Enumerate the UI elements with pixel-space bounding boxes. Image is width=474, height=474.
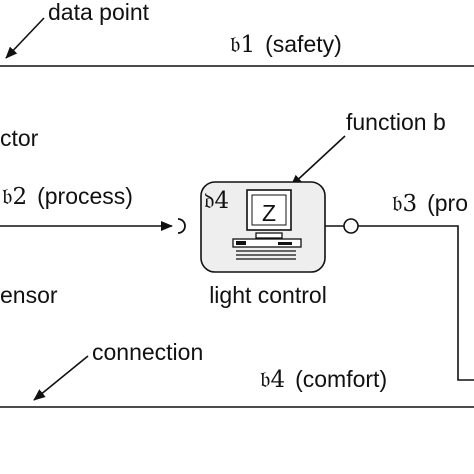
block-symbol: 𝔡4: [204, 188, 229, 214]
comfort-bus-symbol: 𝔟4: [260, 367, 285, 393]
output-channel-text: (pro: [427, 190, 468, 216]
function-block-arrow: [290, 135, 346, 187]
function-block-annotation: function b: [346, 109, 446, 135]
input-port-socket: [177, 218, 186, 234]
sensor-label: ensor: [0, 282, 58, 308]
process-output-line: [358, 225, 474, 381]
process-channel-label: 𝔟2 (process): [2, 183, 133, 210]
output-channel-label: 𝔟3 (pro: [392, 190, 468, 217]
safety-bus-symbol: 𝔟1: [230, 32, 255, 58]
comfort-bus-text: (comfort): [295, 366, 387, 392]
safety-bus-text: (safety): [265, 31, 342, 57]
output-channel-symbol: 𝔟3: [392, 191, 417, 217]
screen-icon: [251, 194, 287, 226]
computer-icon: Z: [232, 189, 302, 260]
drive-slot-icon: [278, 242, 292, 245]
data-point-annotation: data point: [48, 0, 150, 25]
screen-text: Z: [262, 200, 276, 226]
process-channel-text: (process): [37, 183, 133, 209]
output-port-circle: [343, 218, 359, 234]
safety-bus-label: 𝔟1 (safety): [230, 31, 342, 58]
data-point-arrow: [5, 17, 45, 59]
computer-base-icon: [232, 238, 302, 248]
connection-arrow: [33, 355, 89, 401]
process-channel-symbol: 𝔟2: [2, 184, 27, 210]
monitor-stand-icon: [255, 232, 283, 239]
connection-annotation: connection: [92, 339, 203, 365]
block-caption: light control: [209, 282, 327, 308]
drive-slot-icon: [236, 241, 246, 245]
actor-label: ctor: [0, 125, 39, 151]
comfort-bus-label: 𝔟4 (comfort): [260, 366, 387, 393]
